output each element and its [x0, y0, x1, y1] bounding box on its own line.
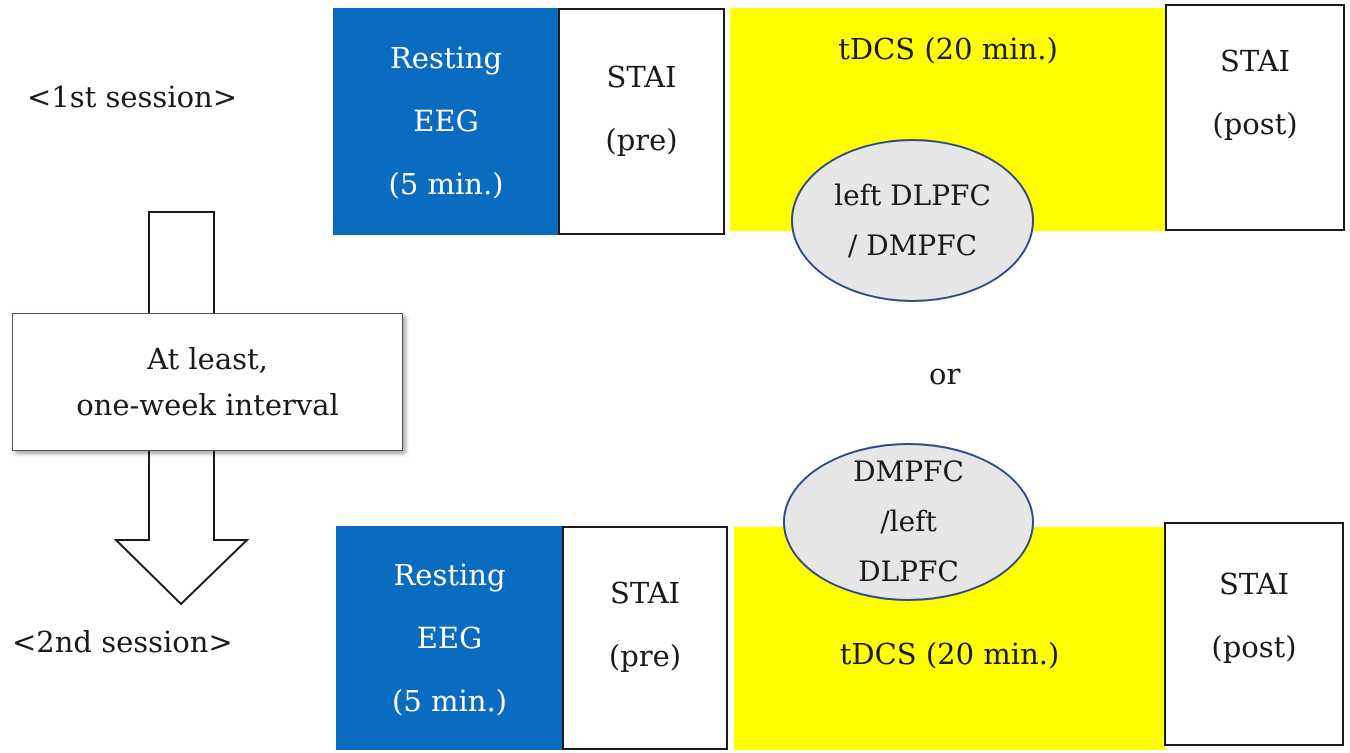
session-1-stai-pre-box: STAI (pre)	[558, 8, 725, 235]
session-1-stai-post-box: STAI (post)	[1165, 4, 1345, 231]
session-2-stai-post-box: STAI (post)	[1164, 522, 1344, 746]
pre-label: (pre)	[608, 639, 682, 673]
session-2-tdcs-label: tDCS (20 min.)	[839, 637, 1060, 671]
session-2-stai-pre-box: STAI (pre)	[562, 526, 728, 750]
target-line-1: DMPFC	[853, 455, 964, 488]
target-line-2: / DMPFC	[847, 228, 978, 262]
stai-label: STAI	[606, 60, 677, 94]
interval-line-1: At least,	[147, 342, 268, 376]
target-line-1: left DLPFC	[834, 178, 991, 212]
session-1-target-ellipse: left DLPFC / DMPFC	[791, 139, 1034, 302]
pre-label: (pre)	[605, 123, 678, 157]
interval-line-2: one-week interval	[76, 388, 339, 422]
session-2-label: <2nd session>	[12, 625, 233, 659]
session-2-target-ellipse: DMPFC /left DLPFC	[783, 443, 1034, 601]
or-label: or	[929, 357, 961, 391]
target-line-2: /left	[880, 505, 937, 538]
eeg-label: EEG	[413, 104, 479, 138]
duration-label: (5 min.)	[388, 167, 504, 201]
interval-box: At least, one-week interval	[12, 313, 403, 451]
stai-label: STAI	[609, 576, 681, 610]
duration-label: (5 min.)	[392, 683, 507, 718]
target-line-3: DLPFC	[858, 555, 959, 588]
session-1-resting-eeg-block: Resting EEG (5 min.)	[333, 8, 559, 235]
eeg-label: EEG	[416, 620, 483, 655]
post-label: (post)	[1212, 107, 1298, 141]
resting-label: Resting	[389, 41, 503, 75]
stai-label: STAI	[1218, 567, 1290, 601]
session-1-label: <1st session>	[27, 80, 238, 114]
session-2-resting-eeg-block: Resting EEG (5 min.)	[336, 526, 563, 750]
session-1-tdcs-label: tDCS (20 min.)	[838, 32, 1058, 66]
post-label: (post)	[1211, 630, 1297, 664]
stai-label: STAI	[1219, 44, 1291, 78]
resting-label: Resting	[393, 557, 506, 592]
